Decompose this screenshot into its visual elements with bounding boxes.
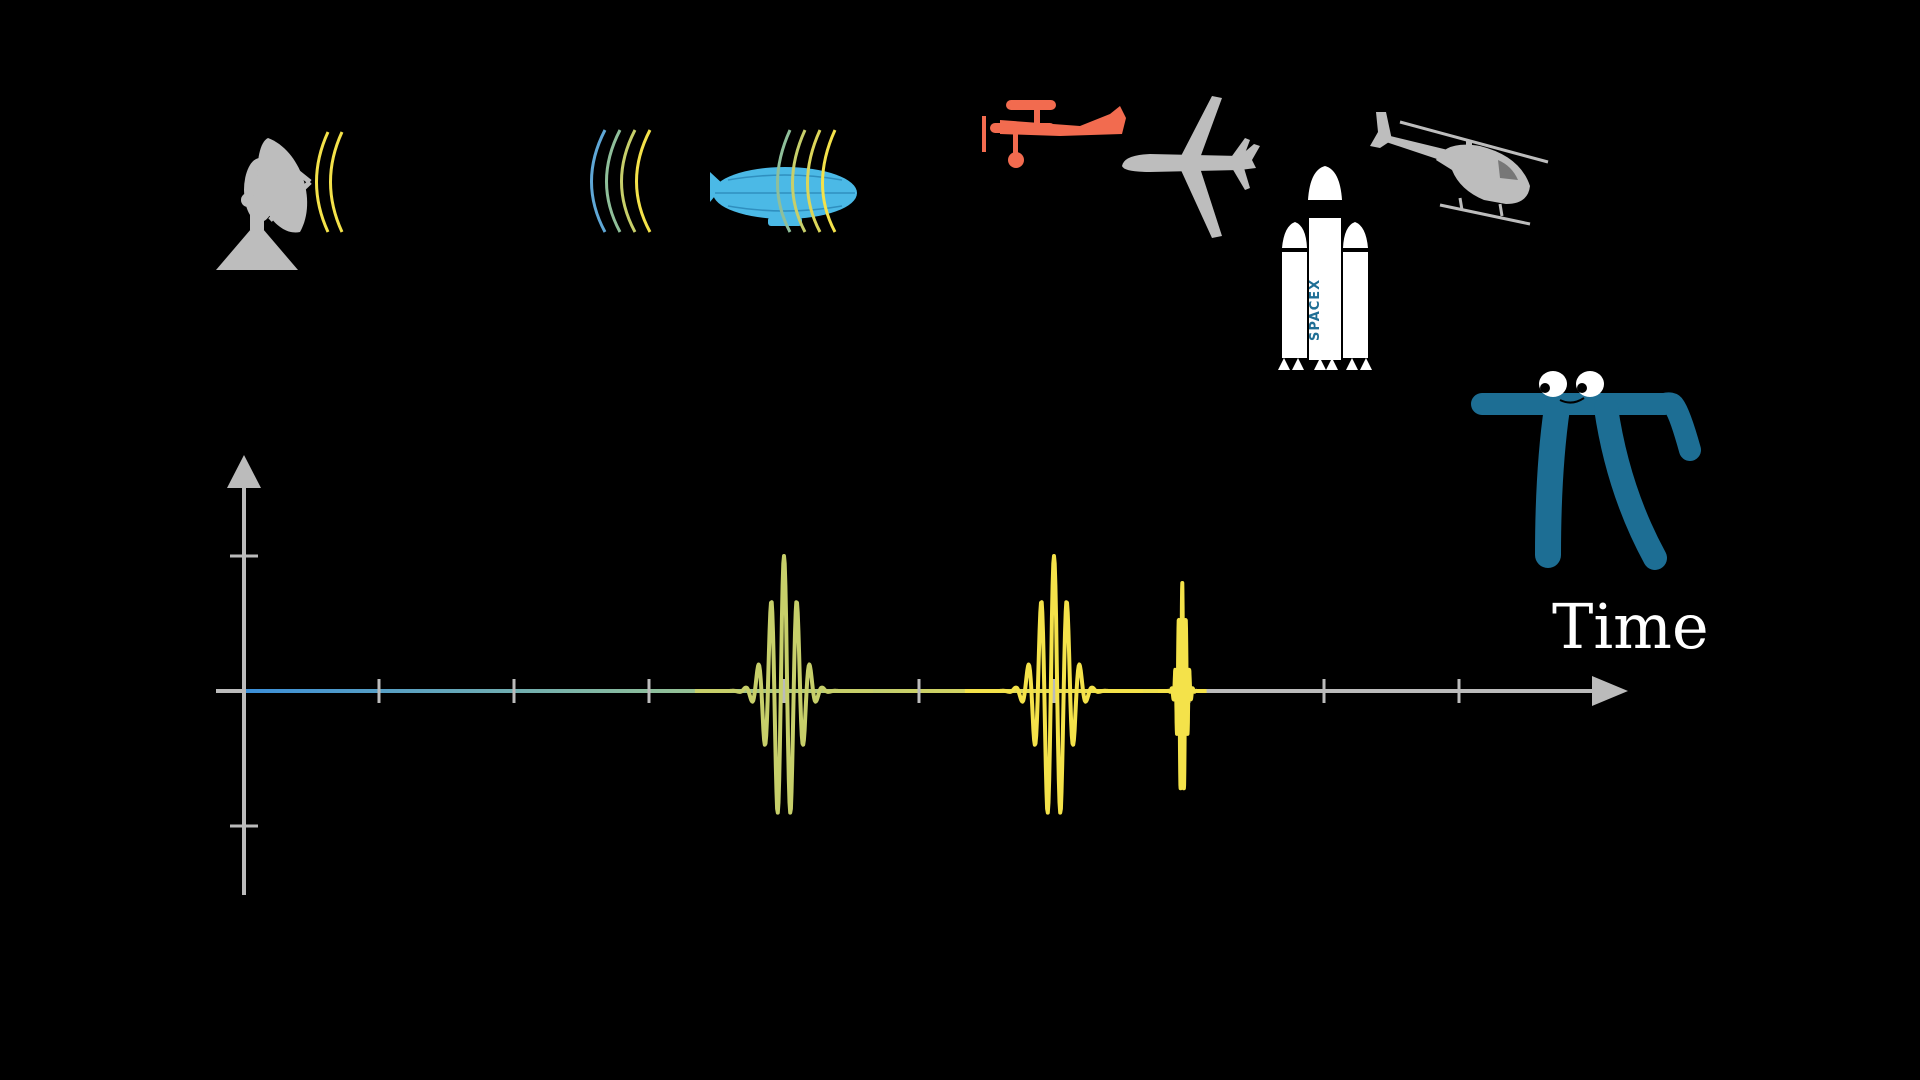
rocket-logo-text: SPACEX [1308,278,1323,342]
echo-signal-1 [693,554,875,815]
echo-signals [693,554,1209,815]
returning-waves [590,129,652,233]
y-axis-arrowhead [227,455,261,488]
echo-signal-3 [1156,581,1209,791]
echo-signal-2 [963,554,1145,815]
rocket-icon [1278,166,1372,370]
radar-emitted-waves [315,131,344,233]
helicopter-icon [1370,112,1549,226]
blimp-reflected-waves [776,129,837,233]
biplane-icon [982,100,1126,168]
axes [216,455,1628,895]
radar-dish-icon [216,138,312,270]
x-axis-arrowhead [1592,676,1628,706]
pi-creature-icon [1471,371,1701,570]
x-axis-label: Time [1552,590,1709,663]
y-ticks [230,554,258,828]
airplane-icon [1122,96,1260,238]
